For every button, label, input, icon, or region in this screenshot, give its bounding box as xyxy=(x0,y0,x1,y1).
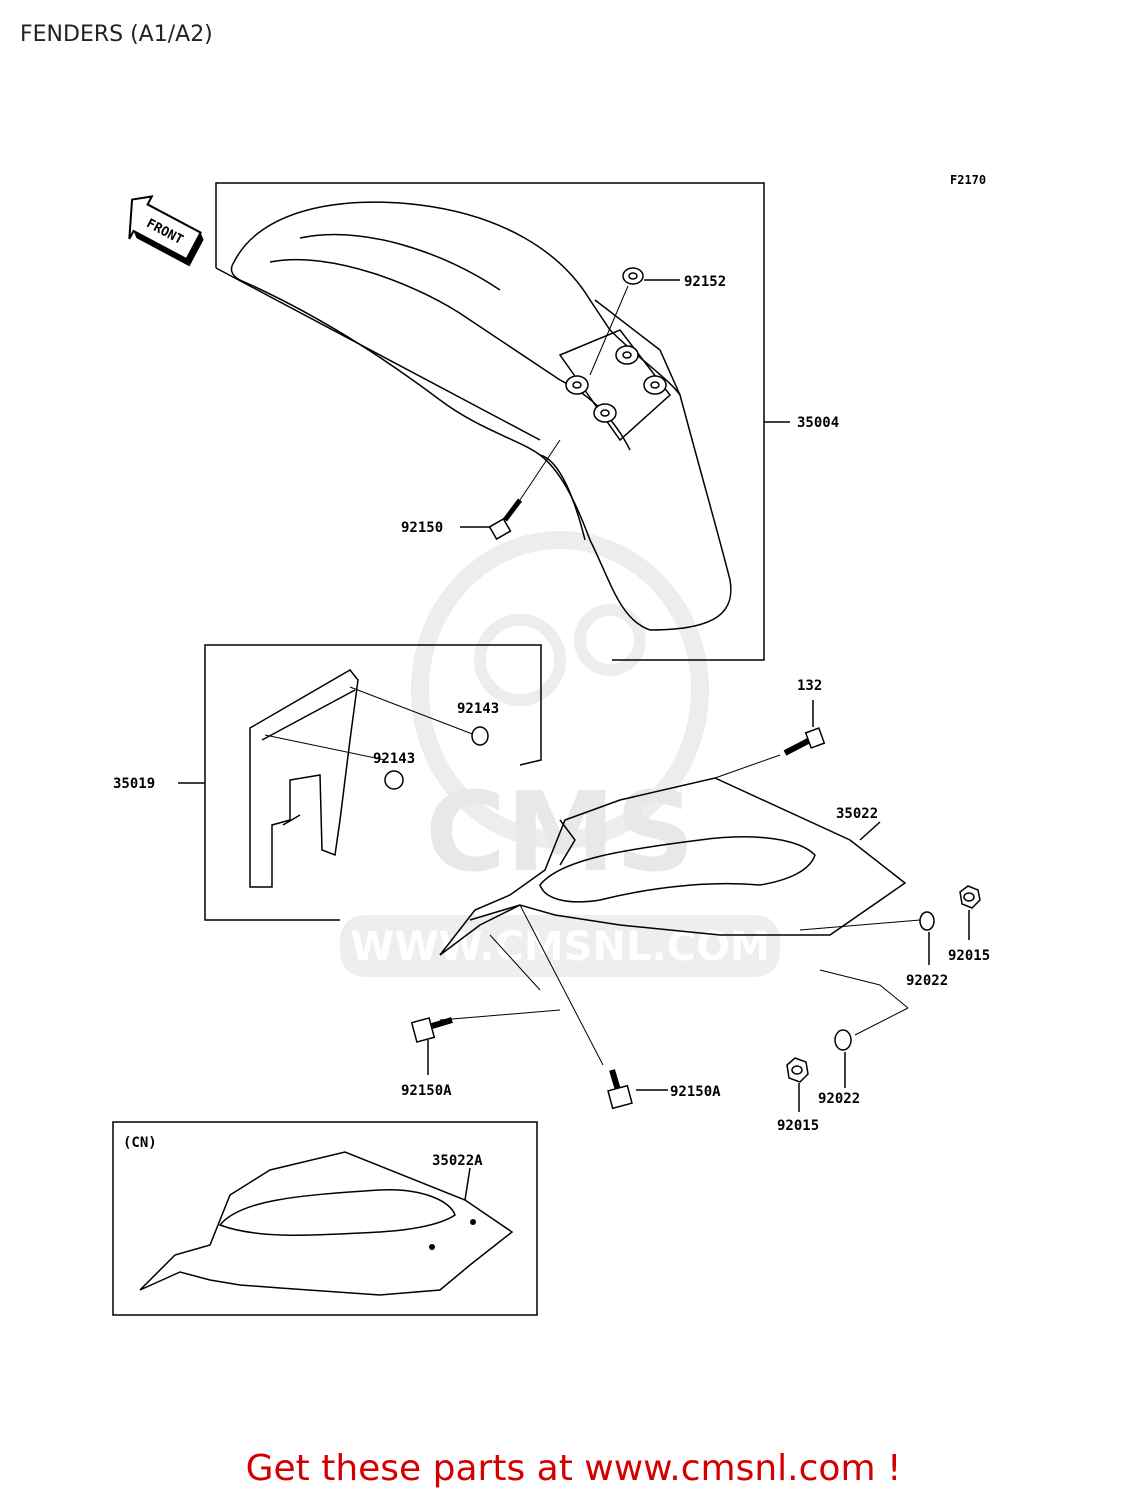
label-92022-lower: 92022 xyxy=(818,1091,860,1107)
figure-code: F2170 xyxy=(950,173,986,187)
label-92150: 92150 xyxy=(401,520,443,536)
page-title: FENDERS (A1/A2) xyxy=(20,22,213,47)
part-labels: 92152 35004 92150 92143 92143 35019 132 … xyxy=(113,274,990,1169)
front-fender-group xyxy=(215,182,790,661)
washers-92143 xyxy=(384,726,489,790)
label-92015-right: 92015 xyxy=(948,948,990,964)
nut-92015-right-icon xyxy=(959,885,981,909)
label-92143-lower: 92143 xyxy=(373,751,415,767)
label-cn: (CN) xyxy=(123,1135,157,1151)
bolt-132-icon xyxy=(783,727,826,756)
label-92150A-left: 92150A xyxy=(401,1083,452,1099)
label-132: 132 xyxy=(797,678,822,694)
label-35022A: 35022A xyxy=(432,1153,483,1169)
cn-variant-group xyxy=(112,1121,538,1316)
label-92152: 92152 xyxy=(684,274,726,290)
washer-92022-right-icon xyxy=(919,911,935,931)
mud-flap-group xyxy=(178,644,542,921)
bolt-92150-icon xyxy=(488,439,561,541)
washer-92022-lower-icon xyxy=(834,1029,852,1051)
rear-fender xyxy=(439,754,921,1066)
cn-holes xyxy=(429,1219,476,1250)
nut-92015-lower-icon xyxy=(786,1057,809,1083)
label-92022-right: 92022 xyxy=(906,973,948,989)
label-35019: 35019 xyxy=(113,776,155,792)
front-arrow-icon: FRONT xyxy=(128,195,204,267)
label-35022: 35022 xyxy=(836,806,878,822)
label-92143-upper: 92143 xyxy=(457,701,499,717)
watermark-url: WWW.CMSNL.COM xyxy=(350,924,770,970)
label-92150A-right: 92150A xyxy=(670,1084,721,1100)
label-35004: 35004 xyxy=(797,415,839,431)
label-92015-lower: 92015 xyxy=(777,1118,819,1134)
footer-banner[interactable]: Get these parts at www.cmsnl.com ! xyxy=(245,1448,902,1489)
fender-grommets xyxy=(565,267,667,423)
bolt-92150A-right-icon xyxy=(607,1069,633,1110)
bolt-92150A-left-icon xyxy=(410,1017,453,1043)
